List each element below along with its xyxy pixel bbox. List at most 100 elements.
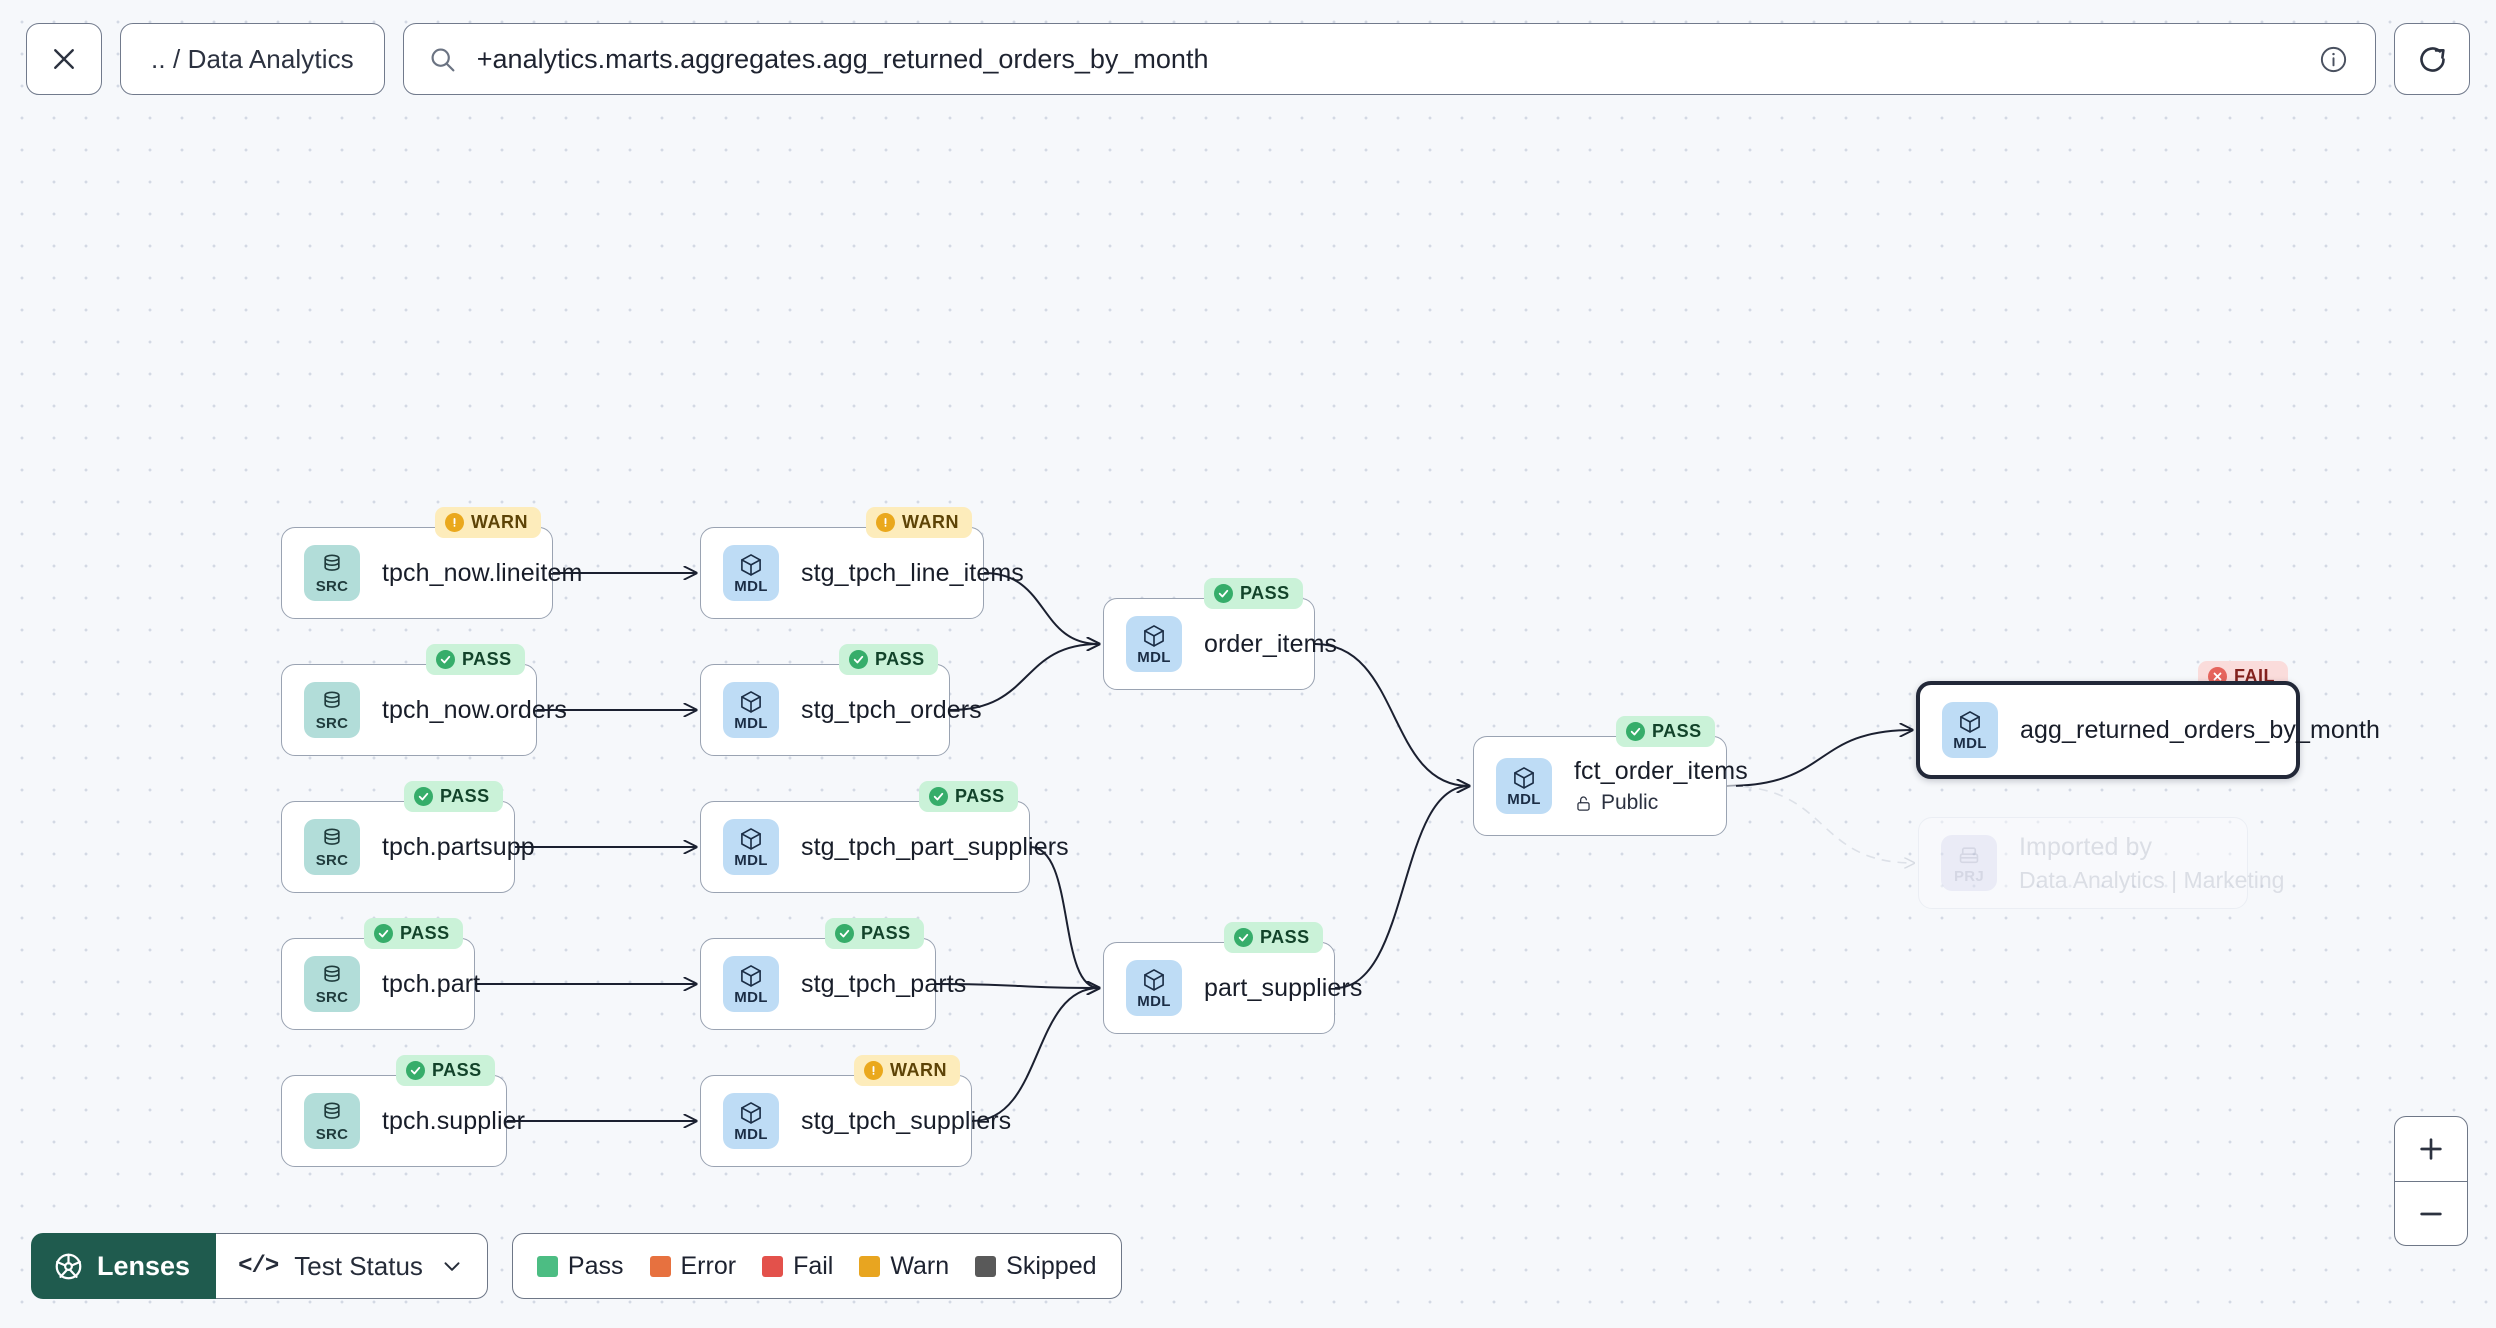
status-icon [929,787,948,806]
search-icon [428,45,457,74]
legend-item-pass[interactable]: Pass [536,1252,624,1281]
node-text: stg_tpch_orders [801,696,982,725]
lineage-node-tpch_now_orders[interactable]: SRC tpch_now.orders [281,664,567,756]
legend-swatch-warn [859,1255,881,1277]
close-button[interactable] [26,23,102,95]
status-label: PASS [1240,583,1290,603]
lineage-node-stg_tpch_orders[interactable]: MDL stg_tpch_orders [700,664,982,756]
node-text: stg_tpch_suppliers [801,1107,1011,1136]
node-subtitle-label: Public [1601,791,1659,814]
legend-item-error[interactable]: Error [649,1251,737,1281]
node-type-label: MDL [1137,649,1171,666]
status-label: PASS [400,923,450,943]
legend-item-warn[interactable]: Warn [859,1252,949,1281]
zoom-in-button[interactable] [2395,1117,2467,1181]
mdl-type-icon: MDL [1126,960,1182,1016]
lenses-label: Lenses [97,1250,191,1281]
legend-item-skipped[interactable]: Skipped [975,1251,1097,1281]
node-type-label: SRC [315,989,349,1006]
chevron-down-icon [439,1253,465,1279]
status-label: WARN [890,1060,947,1080]
status-label: PASS [1260,927,1310,947]
src-type-icon: SRC [304,819,360,875]
lineage-node-tpch_supplier[interactable]: SRC tpch.supplier [281,1075,525,1167]
test-status-label: Test Status [294,1250,423,1281]
refresh-button[interactable] [2394,23,2470,95]
status-badge-pass: PASS [364,918,463,949]
node-type-label: MDL [1507,791,1541,808]
node-subtitle: Public [1574,791,1726,815]
legend-swatch-skipped [975,1255,997,1277]
lenses-button[interactable]: Lenses [31,1233,217,1299]
zoom-out-button[interactable] [2395,1181,2467,1245]
test-status-dropdown[interactable]: </> Test Status [216,1233,488,1299]
node-type-label: MDL [1137,993,1171,1010]
mdl-type-icon: MDL [723,545,779,601]
node-type-label: MDL [1953,735,1987,752]
node-text: tpch.supplier [382,1107,525,1136]
mdl-type-icon: MDL [723,682,779,738]
refresh-icon [2416,43,2449,76]
legend-label: Skipped [1006,1251,1097,1280]
legend-item-fail[interactable]: Fail [762,1252,833,1281]
legend-swatch-fail [762,1255,784,1277]
node-type-label: MDL [734,852,768,869]
zoom-controls [2394,1116,2468,1246]
node-text: part_suppliers [1204,974,1362,1003]
aperture-icon [53,1251,84,1282]
lineage-node-fct_order_items[interactable]: MDL fct_order_items Public [1473,736,1748,836]
edge-stg_tpch_suppliers-to-part_suppliers [971,988,1099,1122]
node-type-label: SRC [315,1126,349,1143]
lineage-node-tpch_part[interactable]: SRC tpch.part [281,938,480,1030]
node-title: agg_returned_orders_by_month [2020,715,2380,744]
lineage-node-tpch_partsupp[interactable]: SRC tpch.partsupp [281,801,535,893]
status-label: WARN [471,512,528,532]
legend-label: Error [680,1251,737,1280]
node-text: agg_returned_orders_by_month [2020,715,2380,745]
status-badge-pass: PASS [825,918,924,949]
lineage-node-agg_returned_orders_by_month[interactable]: MDL agg_returned_orders_by_month [1916,681,2380,779]
lineage-node-stg_tpch_line_items[interactable]: MDL stg_tpch_line_items [700,527,1024,619]
info-icon[interactable] [2318,44,2349,75]
node-text: tpch.partsupp [382,832,535,862]
search-input[interactable]: +analytics.marts.aggregates.agg_returned… [402,23,2376,95]
mdl-type-icon: MDL [1126,616,1182,672]
edge-order_items-to-fct_order_items [1314,643,1469,786]
node-title: fct_order_items [1574,757,1748,785]
breadcrumb[interactable]: .. / Data Analytics [120,23,385,95]
lineage-node-part_suppliers[interactable]: MDL part_suppliers [1103,942,1362,1034]
status-icon [849,650,868,669]
status-badge-pass: PASS [396,1055,495,1086]
bottom-toolbar: Lenses </> Test Status Pass Error Fail Warn… [31,1233,1122,1299]
legend-swatch-pass [536,1255,558,1277]
status-legend: Pass Error Fail Warn Skipped [511,1233,1122,1299]
node-subtitle: Data Analytics | Marketing [2019,867,2284,894]
node-text: order_items [1204,630,1337,659]
status-label: WARN [902,512,959,532]
src-type-icon: SRC [304,682,360,738]
status-badge-pass: PASS [1224,922,1323,953]
legend-swatch-error [649,1255,671,1277]
status-icon [414,787,433,806]
lineage-node-order_items[interactable]: MDL order_items [1103,598,1337,690]
status-label: PASS [875,649,925,669]
node-type-label: SRC [315,578,349,595]
src-type-icon: SRC [304,1093,360,1149]
node-text: stg_tpch_line_items [801,559,1024,588]
legend-label: Fail [793,1251,834,1280]
close-icon [49,44,79,74]
node-text: tpch.part [382,970,480,999]
unlock-icon [1574,794,1593,813]
node-title: tpch_now.orders [382,695,567,724]
node-title: tpch.partsupp [382,832,535,861]
status-label: PASS [432,1060,482,1080]
status-label: PASS [440,786,490,806]
node-text: fct_order_items Public [1574,757,1748,815]
